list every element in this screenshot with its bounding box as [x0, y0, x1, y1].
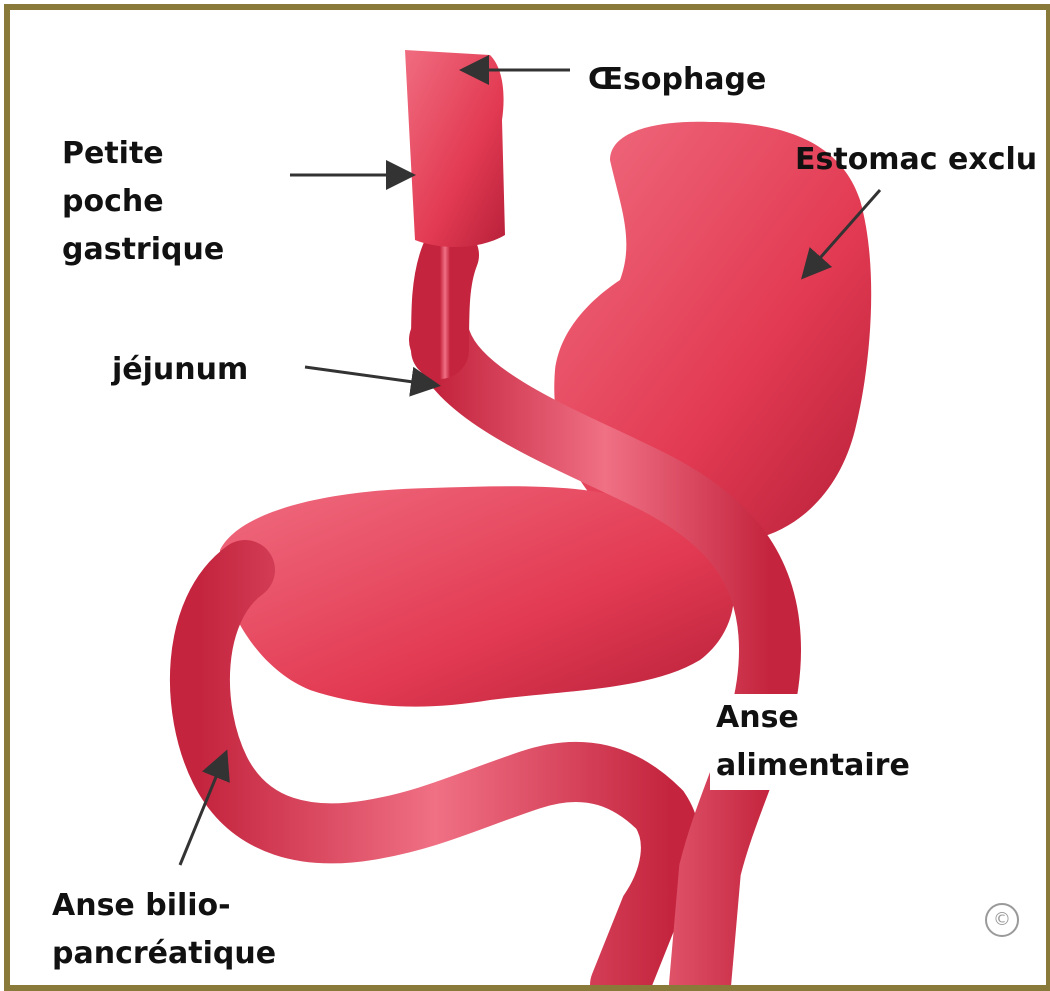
label-petite-poche-line3: gastrique: [62, 226, 224, 274]
label-petite-poche-line1: Petite: [62, 130, 224, 178]
label-anse-bilio-pancreatique: Anse bilio- pancréatique: [52, 882, 276, 978]
label-jejunum: jéjunum: [112, 346, 248, 394]
label-anse-alimentaire: Anse alimentaire: [710, 694, 916, 790]
diagram-frame: Œsophage Petite poche gastrique Estomac …: [4, 4, 1050, 991]
arrow-jejunum: [305, 367, 435, 385]
label-petite-poche-line2: poche: [62, 178, 224, 226]
label-anse-alimentaire-line2: alimentaire: [716, 742, 910, 790]
duodenum-body: [220, 486, 734, 706]
jejunum-segment: [440, 255, 450, 350]
label-estomac-exclu: Estomac exclu: [795, 136, 1037, 184]
label-anse-bilio-line2: pancréatique: [52, 930, 276, 978]
label-oesophage: Œsophage: [588, 56, 766, 104]
label-petite-poche-gastrique: Petite poche gastrique: [62, 130, 224, 274]
copyright-icon: ©: [985, 903, 1019, 937]
small-gastric-pouch: [405, 50, 505, 247]
label-anse-bilio-line1: Anse bilio-: [52, 882, 276, 930]
label-anse-alimentaire-line1: Anse: [716, 694, 910, 742]
